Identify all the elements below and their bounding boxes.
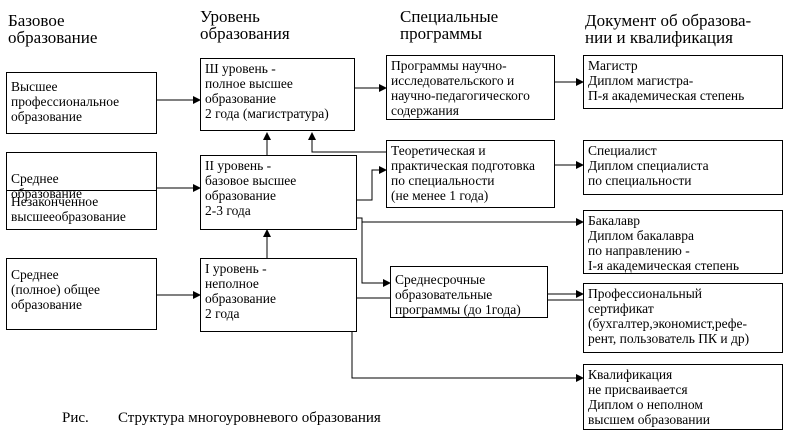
- box-master: Магистр Диплом магистра- П-я академическ…: [583, 55, 783, 109]
- arrow-level1-to-noqual: [351, 325, 584, 382]
- arrow-theory-to-level3: [308, 132, 386, 153]
- arrow-level2-to-theory: [357, 166, 387, 201]
- figure-caption: Структура многоуровневого образования: [118, 410, 381, 426]
- box-level-3: Ш уровень - полное высшее образование 2 …: [200, 58, 355, 131]
- box-theory-practice: Теоретическая и практическая подготовка …: [386, 140, 555, 208]
- box-general-secondary: Среднее (полное) общее образование: [6, 258, 157, 330]
- box-research-programs: Программы научно- исследовательского и н…: [386, 55, 555, 120]
- box-level-1: I уровень - неполное образование 2 года: [200, 258, 357, 332]
- box-higher-professional: Высшее профессиональное образование: [6, 72, 157, 134]
- figure-label: Рис.: [62, 410, 89, 426]
- arrow-level2-to-midterm: [361, 218, 391, 287]
- box-no-qualification: Квалификация не присваивается Диплом о н…: [583, 364, 783, 430]
- box-specialist: Специалист Диплом специалиста по специал…: [583, 140, 783, 195]
- box-level-2: II уровень - базовое высшее образование …: [200, 155, 357, 230]
- header-document: Документ об образова- нии и квалификация: [585, 11, 752, 47]
- box-bachelor: Бакалавр Диплом бакалавра по направлению…: [583, 210, 783, 274]
- box-certificate: Профессиональный сертификат (бухгалтер,э…: [583, 283, 783, 353]
- text-incomplete-higher: Незаконченное высшееобразование: [11, 194, 126, 224]
- box-secondary-incomplete: Среднее образование Незаконченное высшее…: [6, 152, 157, 230]
- arrow-level2-to-bachelor: [357, 217, 584, 226]
- text-secondary: Среднее образование: [11, 171, 82, 201]
- box-divider: [7, 190, 156, 191]
- header-education-level: Уровень образования: [200, 7, 290, 43]
- box-midterm-programs: Среднесрочные образовательные программы …: [390, 266, 548, 318]
- header-basic-education: Базовое образование: [8, 11, 98, 47]
- header-special-programs: Специальные программы: [400, 7, 499, 43]
